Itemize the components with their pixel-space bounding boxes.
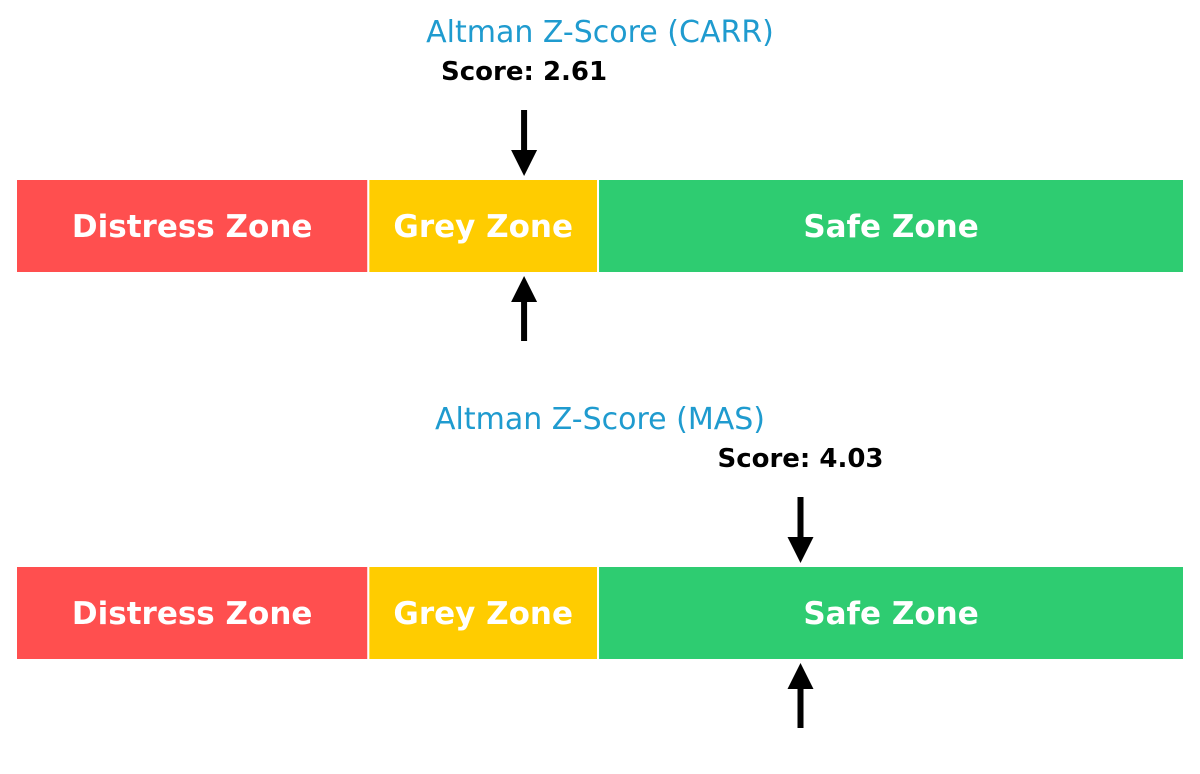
score-arrow-down-shaft [521, 110, 528, 151]
zone-band-distress [15, 178, 370, 274]
zone-band-grey [367, 178, 600, 274]
chart-title: Altman Z-Score (MAS) [435, 402, 765, 437]
score-arrow-up-shaft [797, 688, 804, 728]
score-arrow-down-shaft [797, 497, 804, 538]
score-label: Score: 2.61 [441, 57, 607, 87]
zone-band-grey [367, 565, 600, 661]
score-arrow-down-head [511, 150, 538, 176]
zone-label-safe: Safe Zone [803, 596, 978, 632]
score-arrow-down-head [787, 537, 814, 563]
zone-label-grey: Grey Zone [393, 596, 573, 632]
score-label: Score: 4.03 [717, 444, 883, 474]
zone-label-safe: Safe Zone [803, 209, 978, 245]
gauge-panel: Altman Z-Score (CARR) Score: 2.61Distress… [15, 15, 1185, 341]
zone-band-safe [597, 565, 1185, 661]
score-arrow-up-head [511, 276, 538, 302]
chart-title: Altman Z-Score (CARR) [426, 15, 774, 50]
zone-label-distress: Distress Zone [72, 596, 313, 632]
zone-band-distress [15, 565, 370, 661]
zone-label-grey: Grey Zone [393, 209, 573, 245]
score-arrow-up-head [787, 663, 814, 689]
score-arrow-up-shaft [521, 301, 528, 341]
zone-label-distress: Distress Zone [72, 209, 313, 245]
gauge-panel: Altman Z-Score (MAS) Score: 4.03Distress … [15, 402, 1185, 728]
zone-band-safe [597, 178, 1185, 274]
